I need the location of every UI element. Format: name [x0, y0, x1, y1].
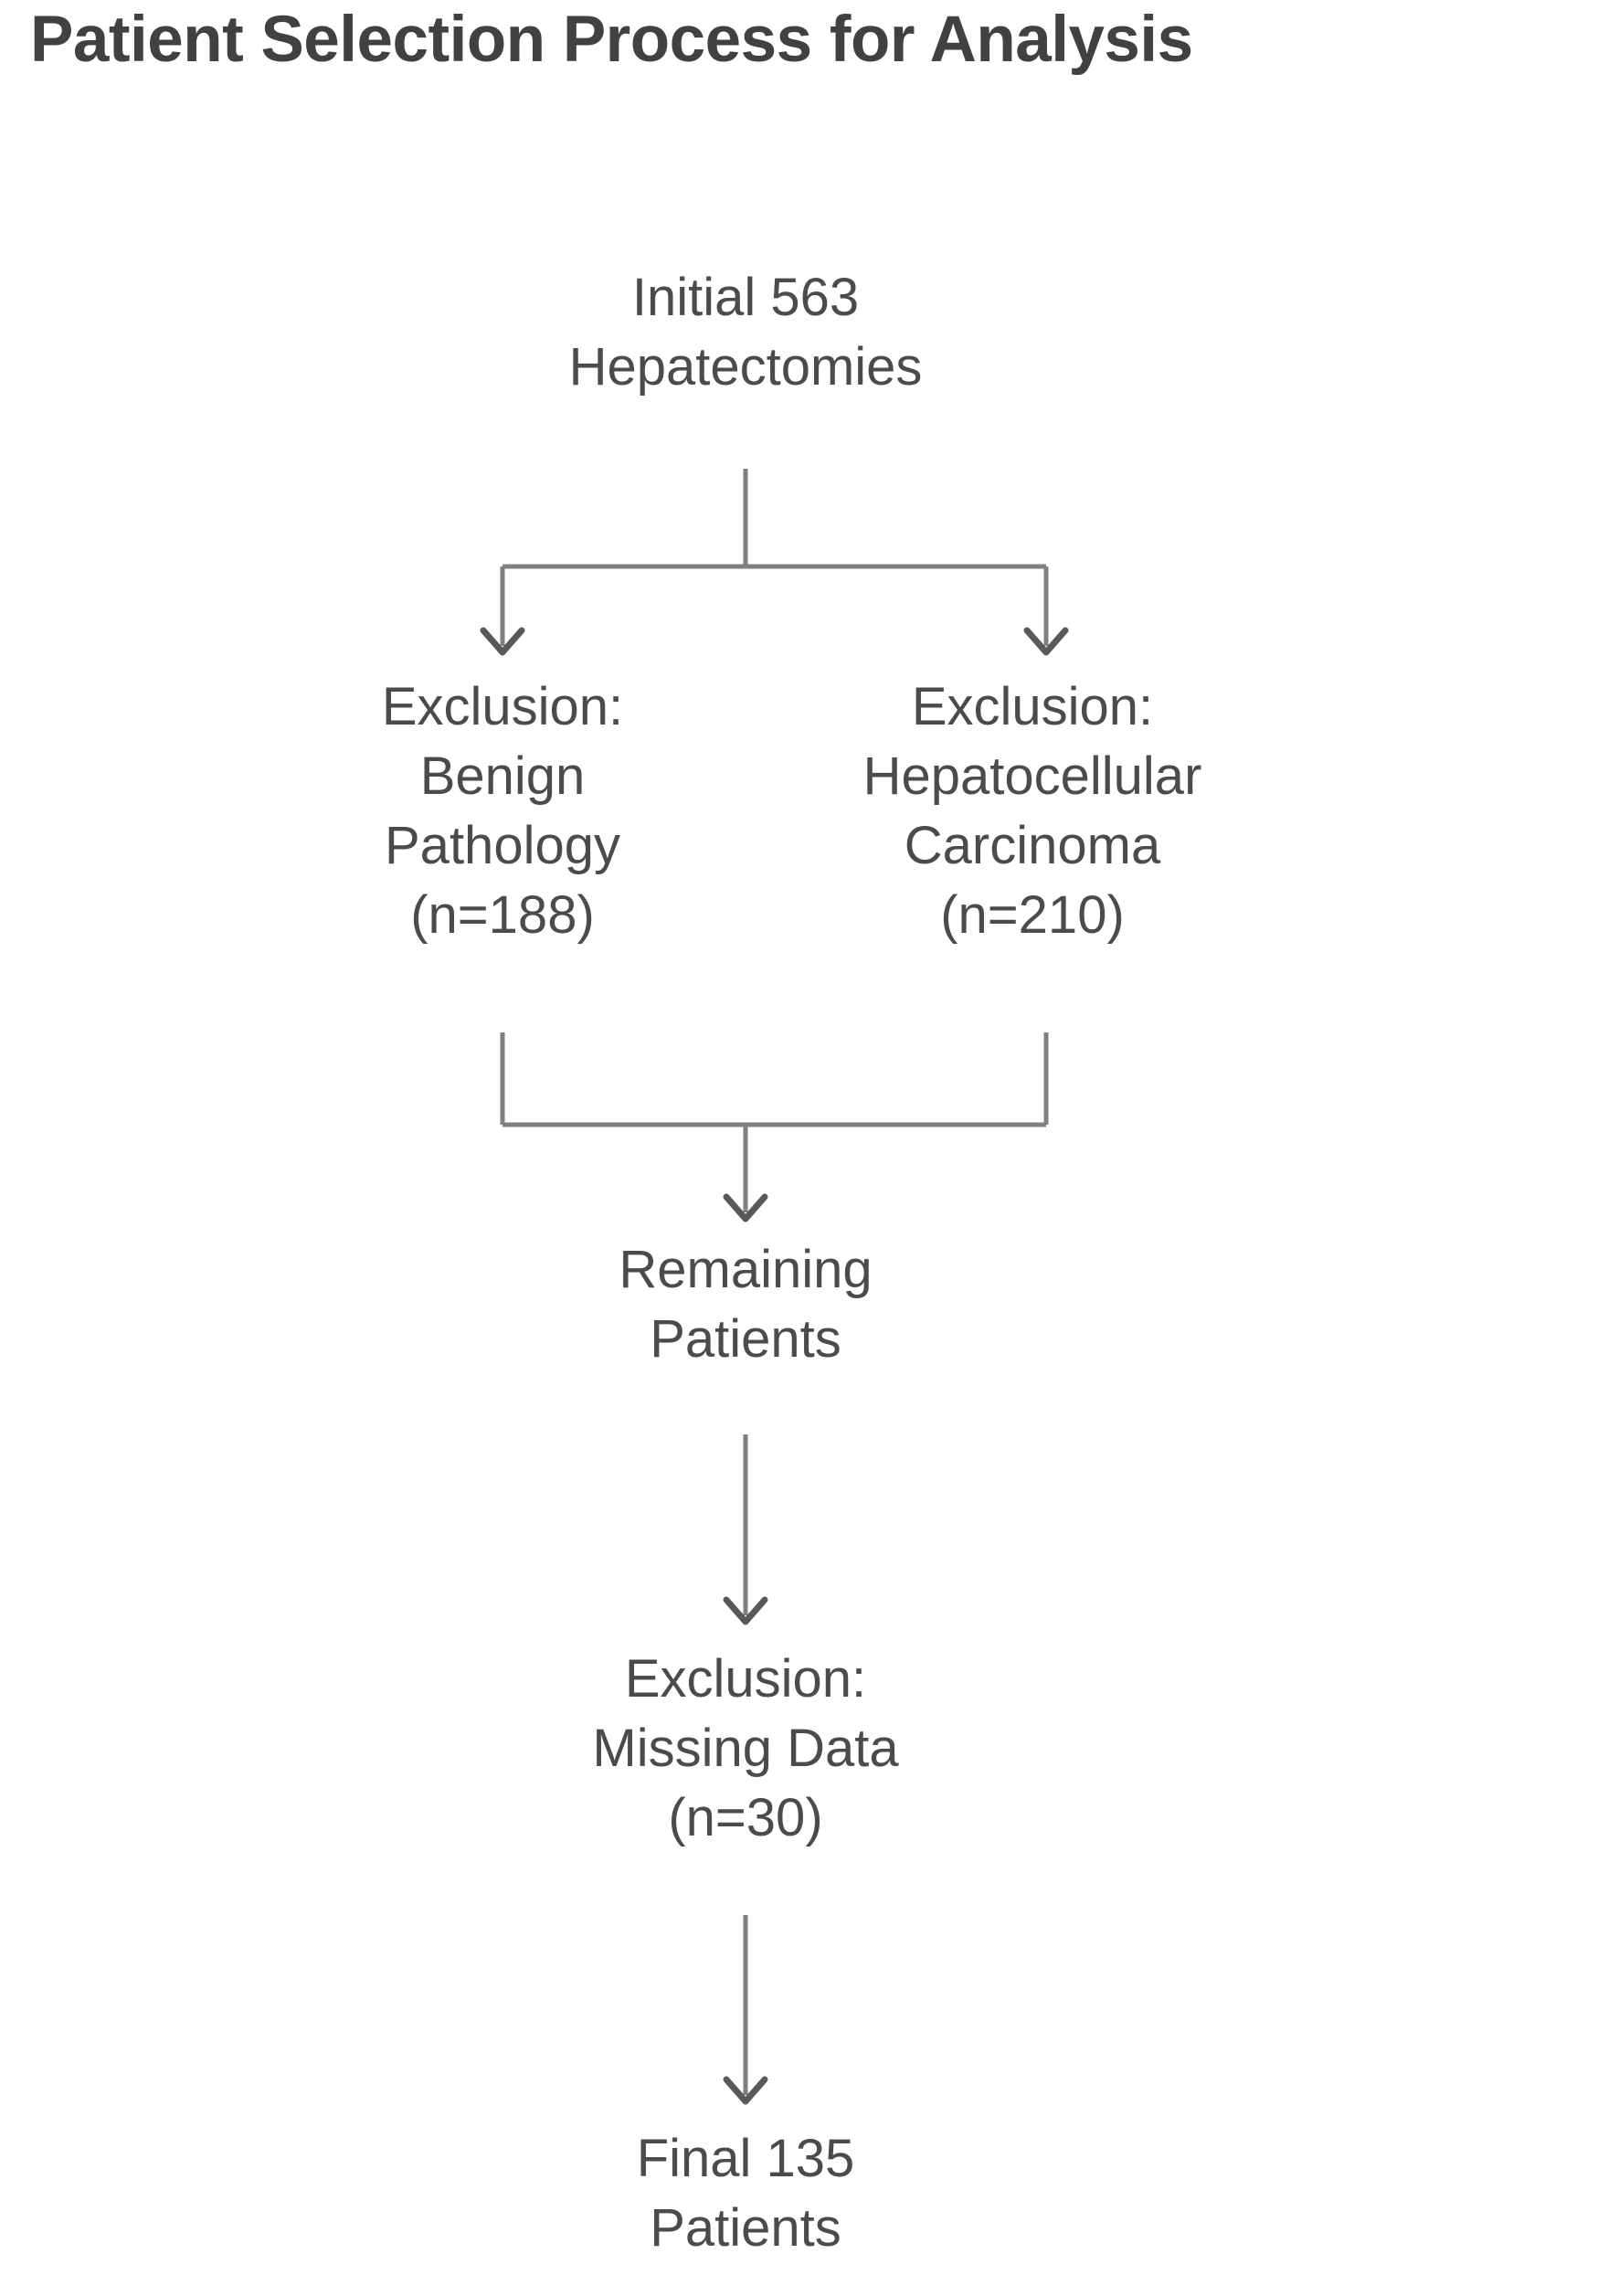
- arrowhead-down-icon: [480, 627, 525, 656]
- arrowhead-down-icon: [723, 1193, 768, 1222]
- flow-node-exclusion-missing-data: Exclusion: Missing Data (n=30): [592, 1649, 899, 1847]
- flow-node-final-patients: Final 135 Patients: [636, 2129, 855, 2258]
- arrowhead-down-icon: [1023, 627, 1069, 656]
- page-title: Patient Selection Process for Analysis: [30, 4, 1193, 76]
- arrowhead-down-icon: [723, 1596, 768, 1625]
- flow-node-exclusion-hcc: Exclusion: Hepatocellular Carcinoma (n=2…: [862, 677, 1202, 945]
- flow-node-exclusion-benign: Exclusion: Benign Pathology (n=188): [381, 677, 624, 945]
- flow-node-initial: Initial 563 Hepatectomies: [568, 268, 923, 397]
- flow-node-remaining-patients: Remaining Patients: [619, 1240, 873, 1369]
- arrowhead-down-icon: [723, 2076, 768, 2105]
